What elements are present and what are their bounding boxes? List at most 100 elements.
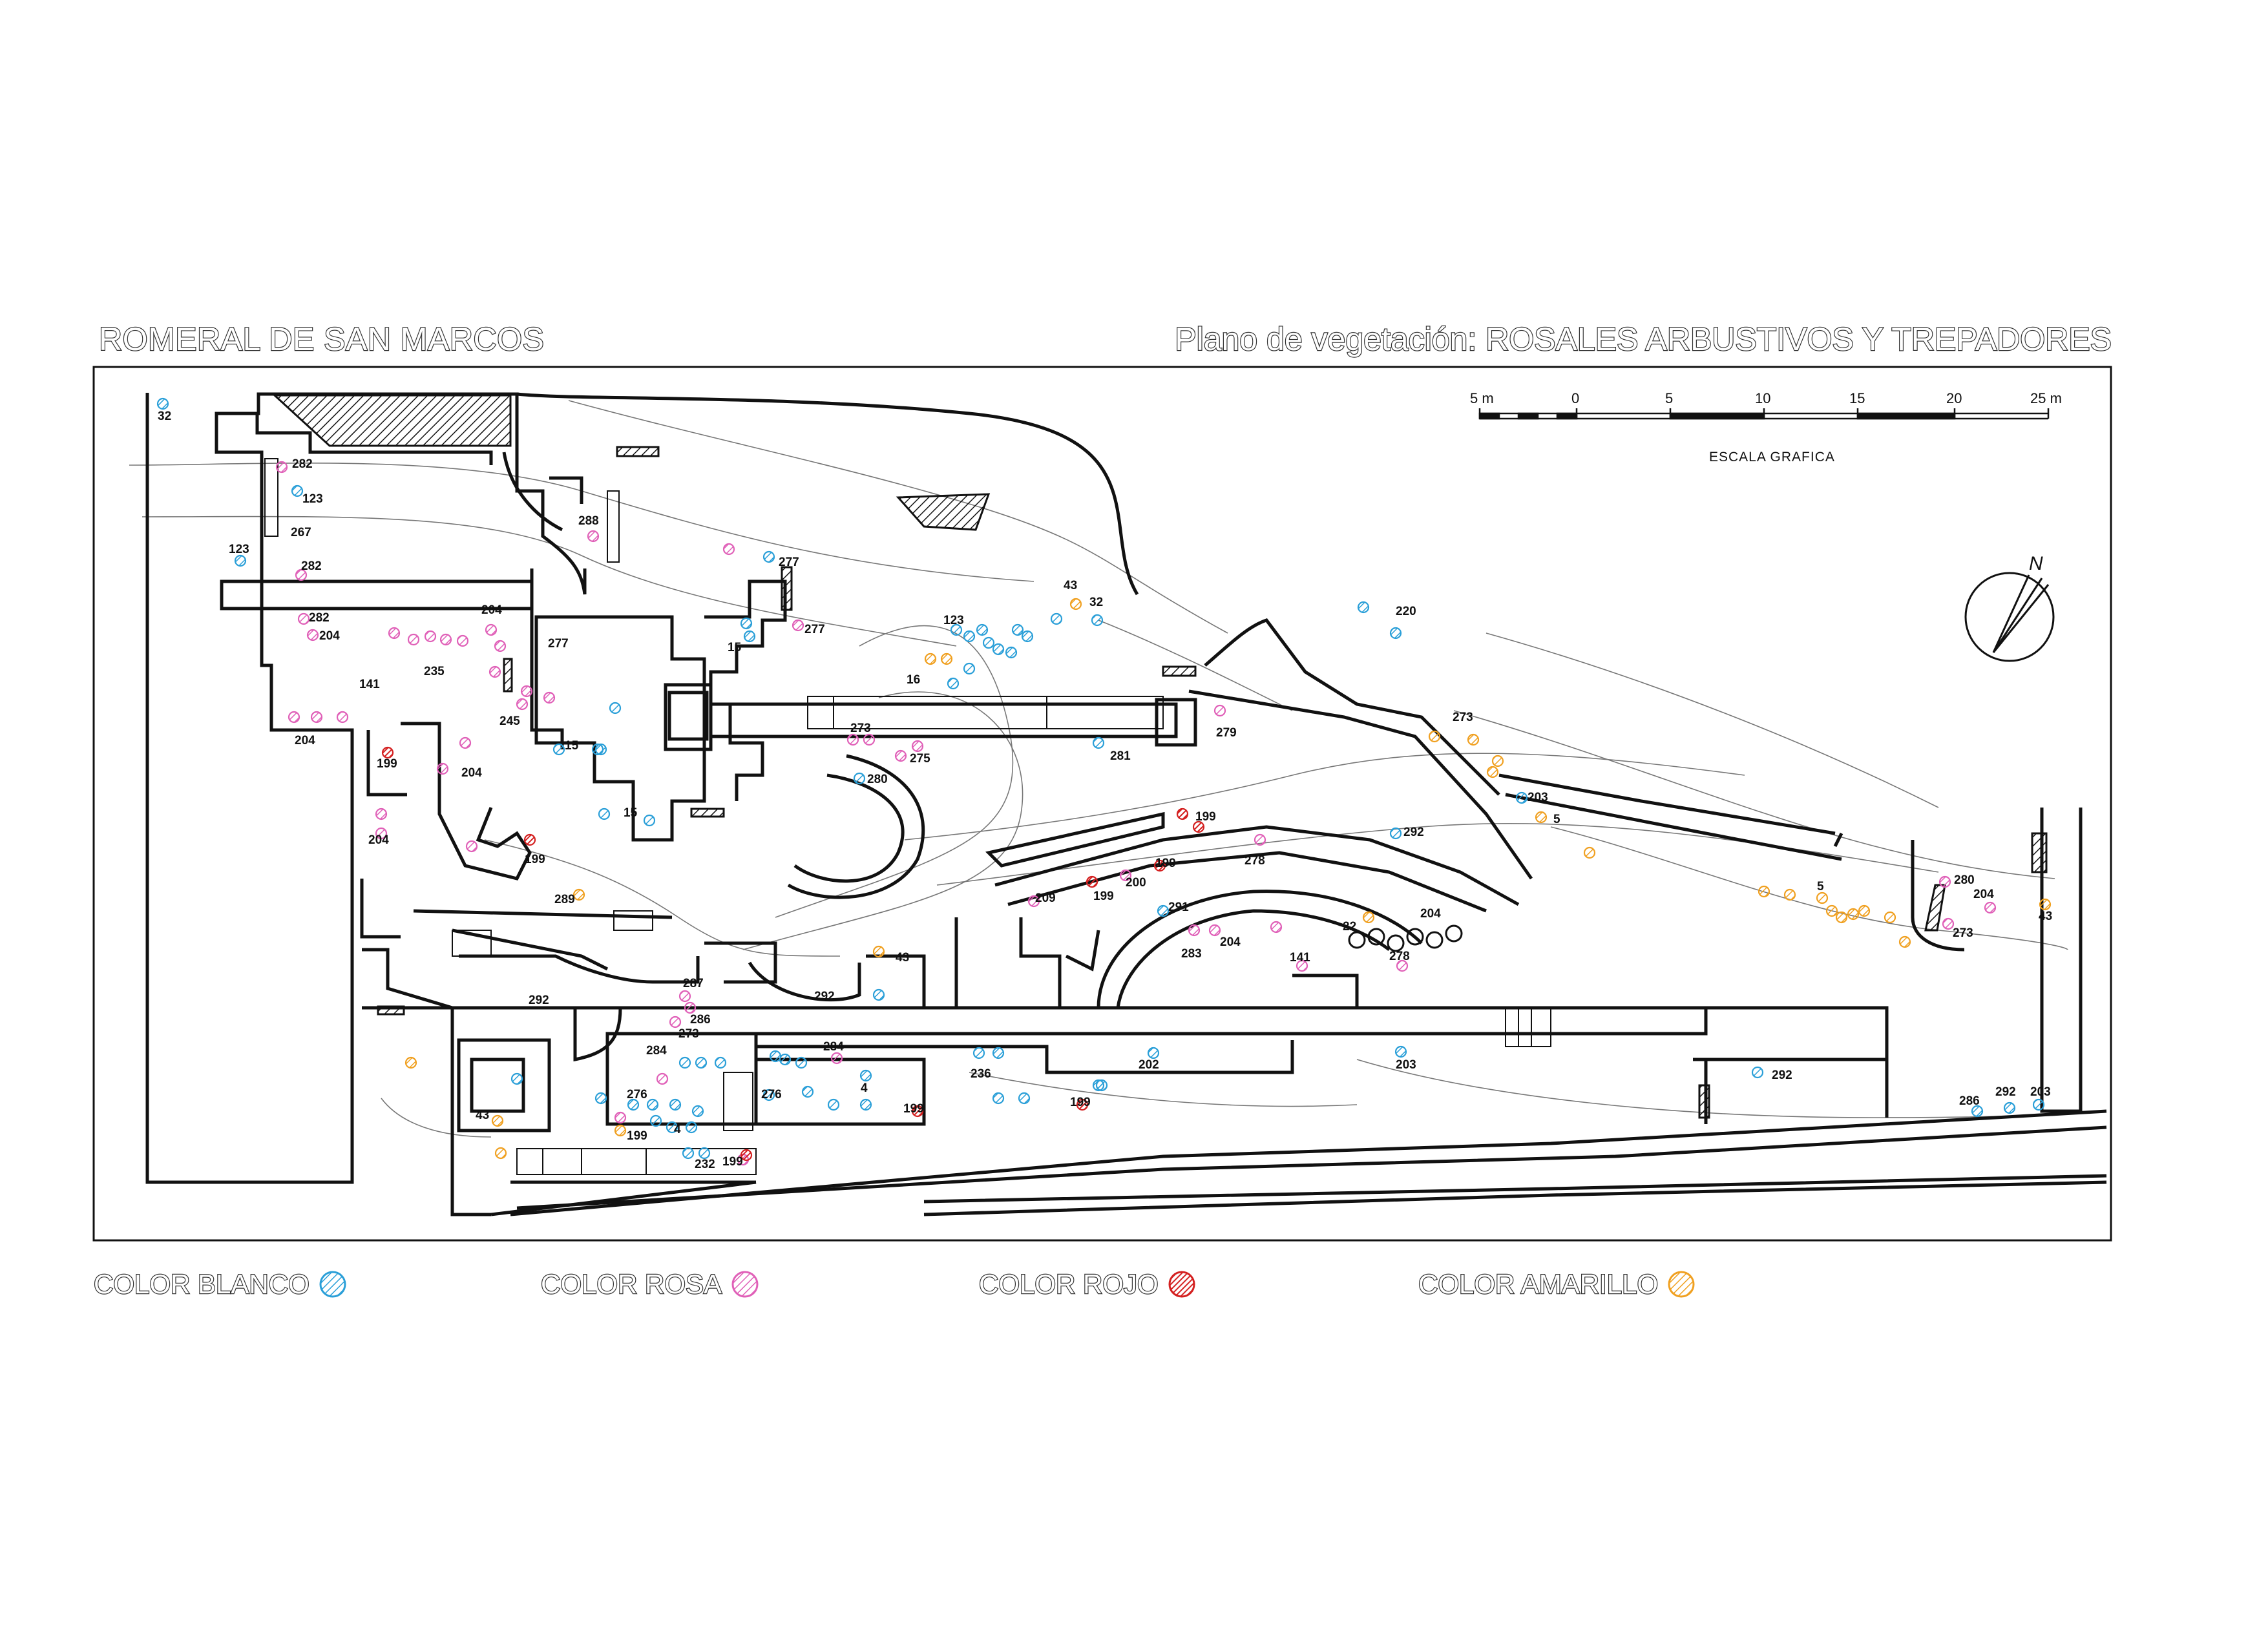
plant-variety-label: 5 bbox=[1817, 880, 1824, 893]
plant-variety-label: 203 bbox=[1528, 791, 1548, 804]
plant-variety-label: 292 bbox=[1772, 1069, 1792, 1082]
rose-marker-blanco bbox=[976, 623, 989, 636]
rose-marker-rojo bbox=[740, 1149, 753, 1162]
legend-label: COLOR ROJO bbox=[978, 1268, 1159, 1300]
plant-variety-label: 32 bbox=[1089, 596, 1103, 609]
legend-item-amarillo: COLOR AMARILLO bbox=[1418, 1268, 1696, 1300]
plant-variety-label: 292 bbox=[814, 990, 835, 1003]
scale-tick-label: 0 bbox=[1571, 390, 1579, 406]
scale-tick-label: 15 bbox=[1849, 390, 1865, 406]
rose-marker-rosa bbox=[275, 461, 288, 474]
scale-labels: 5 m 0 5 10 15 20 25 m ESCALA GRAFICA bbox=[1470, 390, 2062, 464]
rose-marker-rosa bbox=[516, 698, 529, 711]
rose-marker-rosa bbox=[1296, 959, 1308, 972]
plant-variety-label: 4 bbox=[861, 1081, 868, 1095]
rose-marker-rosa bbox=[543, 691, 556, 704]
rose-marker-amarillo bbox=[1835, 911, 1848, 924]
plant-variety-label: 277 bbox=[804, 623, 825, 636]
rose-marker-amarillo bbox=[1898, 935, 1911, 948]
hatched-circle-rosa-icon bbox=[731, 1271, 759, 1298]
plant-variety-label: 282 bbox=[309, 611, 330, 625]
rose-marker-amarillo bbox=[572, 888, 585, 901]
rose-marker-rosa bbox=[722, 543, 735, 556]
rose-marker-rosa bbox=[459, 736, 472, 749]
rose-marker-blanco bbox=[609, 702, 622, 714]
plant-variety-label: 204 bbox=[1220, 935, 1241, 949]
plant-variety-label: 4 bbox=[674, 1123, 681, 1136]
plant-variety-label: 15 bbox=[565, 739, 579, 753]
plant-variety-label: 199 bbox=[1155, 857, 1176, 870]
plant-variety-label: 123 bbox=[302, 492, 323, 506]
plant-variety-label: 292 bbox=[1995, 1085, 2016, 1099]
scale-tick-label: 5 m bbox=[1470, 390, 1494, 406]
plant-variety-label: 204 bbox=[1973, 888, 1994, 901]
rose-marker-blanco bbox=[947, 677, 960, 690]
rose-marker-blanco bbox=[1005, 646, 1018, 659]
rose-marker-rojo bbox=[911, 1105, 924, 1118]
rose-marker-blanco bbox=[859, 1069, 872, 1082]
plant-variety-label: 288 bbox=[578, 514, 599, 528]
plant-variety-label: 199 bbox=[525, 853, 545, 866]
rose-marker-blanco bbox=[801, 1085, 814, 1098]
scale-bar bbox=[1478, 408, 2050, 420]
rose-marker-amarillo bbox=[1362, 911, 1375, 924]
rose-marker-rosa bbox=[424, 630, 437, 643]
plant-variety-label: 236 bbox=[971, 1067, 991, 1081]
rose-marker-blanco bbox=[762, 1089, 775, 1101]
rose-marker-blanco bbox=[963, 662, 976, 675]
rose-marker-rosa bbox=[587, 530, 600, 543]
rose-marker-blanco bbox=[872, 988, 885, 1001]
stepping-stones bbox=[1348, 924, 1463, 952]
rose-marker-rosa bbox=[465, 840, 478, 853]
plant-variety-label: 16 bbox=[907, 673, 920, 687]
rose-marker-rosa bbox=[375, 808, 388, 820]
rose-marker-amarillo bbox=[1816, 892, 1829, 904]
rose-marker-amarillo bbox=[1884, 911, 1896, 924]
rose-marker-rosa bbox=[439, 633, 452, 646]
plant-variety-label: 267 bbox=[291, 526, 311, 539]
scale-caption: ESCALA GRAFICA bbox=[1709, 450, 1835, 464]
plant-variety-label: 276 bbox=[627, 1088, 647, 1101]
rose-marker-blanco bbox=[740, 617, 753, 630]
rose-marker-blanco bbox=[982, 636, 995, 649]
plant-variety-label: 284 bbox=[646, 1044, 667, 1058]
rose-marker-amarillo bbox=[1583, 846, 1596, 859]
north-arrow-icon bbox=[1964, 572, 2055, 662]
rose-marker-rosa bbox=[1119, 869, 1132, 882]
legend-label: COLOR ROSA bbox=[540, 1268, 722, 1300]
rose-marker-rosa bbox=[614, 1111, 627, 1124]
plant-variety-label: 245 bbox=[499, 714, 520, 728]
rose-marker-blanco bbox=[1971, 1105, 1984, 1118]
plant-variety-label: 292 bbox=[529, 994, 549, 1007]
rose-marker-blanco bbox=[2032, 1098, 2045, 1111]
scale-tick-label: 20 bbox=[1946, 390, 1962, 406]
rose-marker-blanco bbox=[1751, 1066, 1764, 1079]
rose-marker-blanco bbox=[678, 1056, 691, 1069]
plant-variety-label: 286 bbox=[690, 1013, 711, 1027]
legend-item-blanco: COLOR BLANCO bbox=[93, 1268, 347, 1300]
rose-marker-rosa bbox=[388, 627, 401, 640]
rose-marker-rosa bbox=[520, 685, 533, 698]
rose-marker-blanco bbox=[1389, 627, 1402, 640]
rose-marker-rojo bbox=[1076, 1098, 1089, 1111]
rose-marker-amarillo bbox=[1535, 811, 1548, 824]
plant-variety-label: 5 bbox=[1553, 813, 1560, 826]
rose-marker-amarillo bbox=[1825, 904, 1838, 917]
plant-variety-label: 199 bbox=[722, 1155, 743, 1169]
rose-marker-blanco bbox=[1147, 1047, 1160, 1059]
plant-variety-label: 277 bbox=[779, 556, 799, 569]
rose-marker-rojo bbox=[523, 833, 536, 846]
rose-marker-blanco bbox=[1050, 612, 1063, 625]
rose-marker-blanco bbox=[1357, 601, 1370, 614]
building-outlines bbox=[145, 392, 2107, 1216]
rose-marker-amarillo bbox=[1783, 888, 1796, 901]
rose-marker-blanco bbox=[762, 550, 775, 563]
rose-marker-blanco bbox=[669, 1098, 682, 1111]
rose-marker-blanco bbox=[1389, 827, 1402, 840]
rose-marker-rosa bbox=[375, 827, 388, 840]
rose-marker-blanco bbox=[594, 1092, 607, 1105]
rose-marker-amarillo bbox=[1491, 755, 1504, 767]
rose-marker-rojo bbox=[1153, 859, 1166, 872]
rose-marker-rosa bbox=[456, 634, 469, 647]
